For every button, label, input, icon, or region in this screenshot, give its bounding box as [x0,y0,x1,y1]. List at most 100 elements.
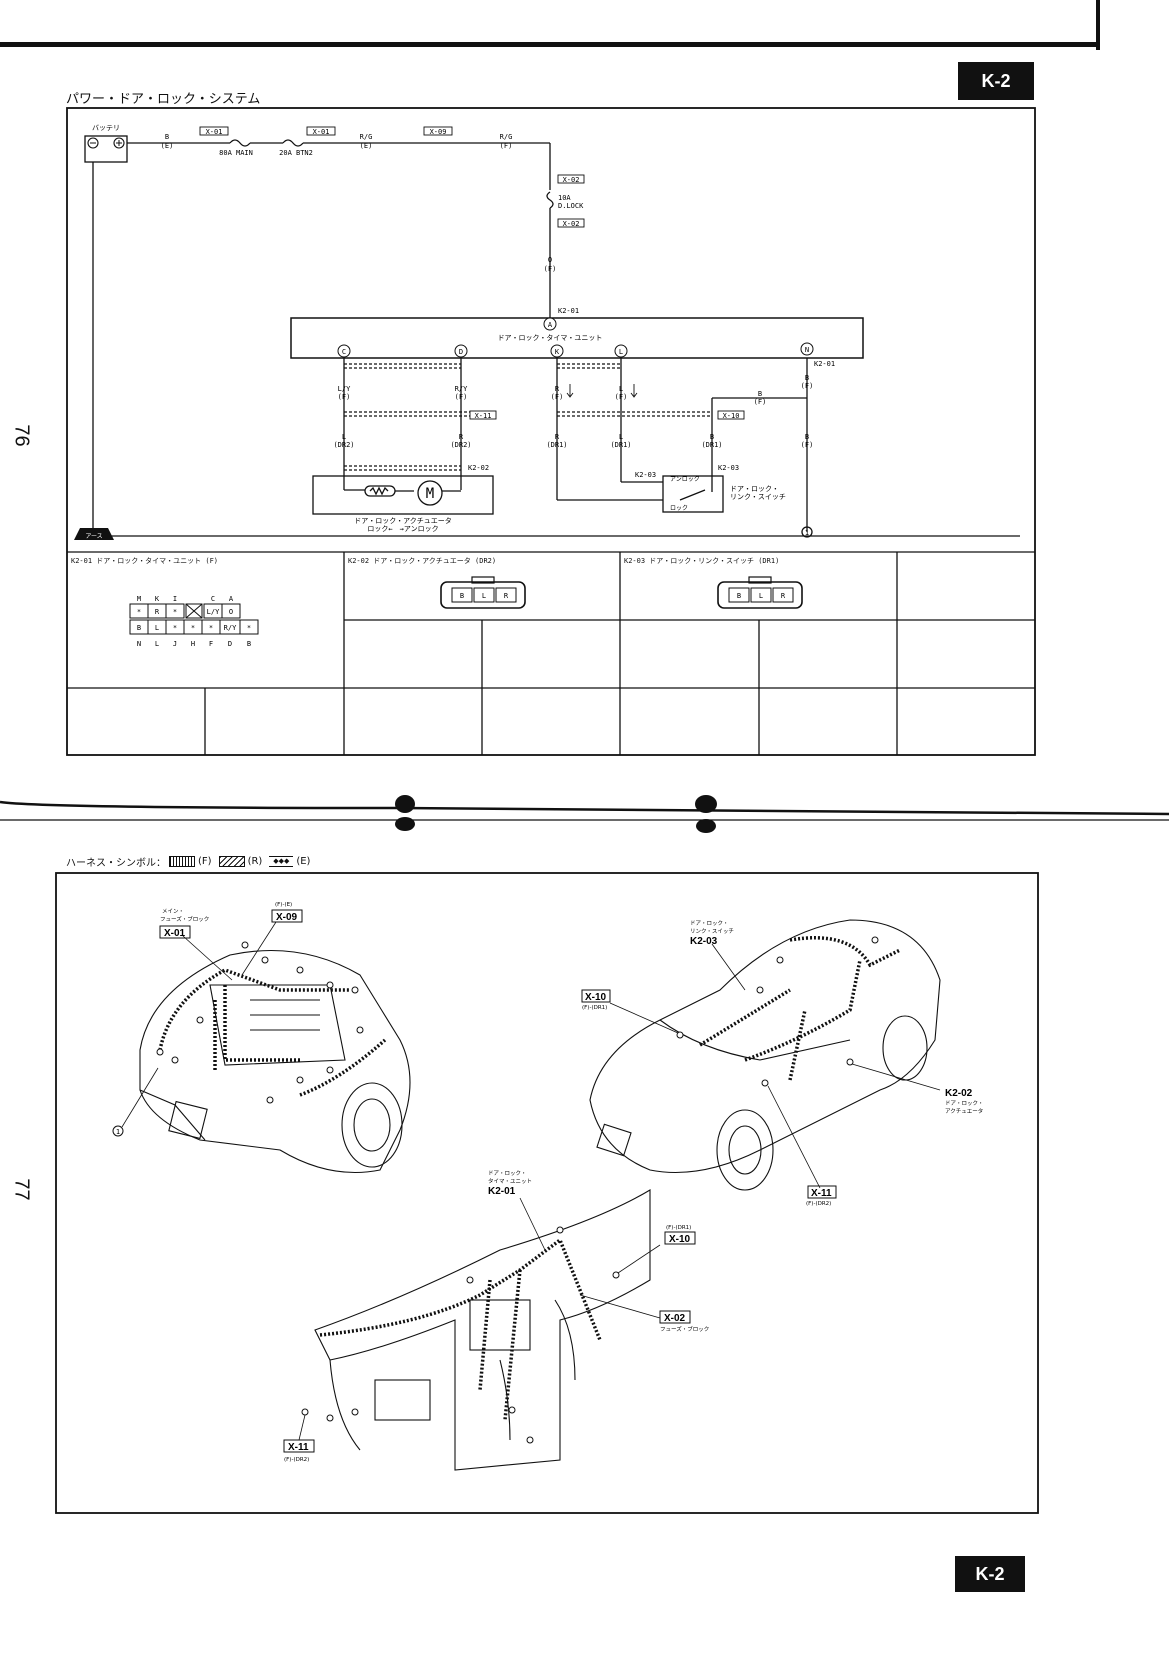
connector-k203-a: K2-03 [635,471,656,479]
wire-b-f-color: B [805,433,809,441]
wire-rg-f-harness: (F) [500,142,513,150]
wire-b-color: B [165,133,169,141]
connector-x10: X-10 [723,412,740,420]
k202-pin-l: L [482,592,486,600]
connector-x02-b: X-02 [563,220,580,228]
front-x01-tag: X-01 [164,928,186,939]
top-right-rule [1096,0,1100,50]
k201-top-c: C [211,595,215,603]
k203-connector-face: B L R [717,576,803,609]
harness-symbol-legend: ハーネス・シンボル： (F) (R) ◆◆◆ (E) [66,854,310,869]
wire-l-dr1-harness: (DR1) [610,441,631,449]
page-tag: K-2 [958,62,1034,100]
dash-x10-tag: X-10 [669,1234,691,1245]
wire-b-mid-color: B [758,390,762,398]
dash-x02-tag: X-02 [664,1313,686,1324]
dashboard-view [314,1189,651,1471]
dash-k201-tag: K2-01 [488,1186,516,1197]
pin-n: N [805,346,809,354]
rear-car-view [589,919,941,1191]
k203-header: K2-03 ドア・ロック・リンク・スイッチ (DR1) [624,557,780,565]
wire-o-harness: (F) [544,265,557,273]
rear-k203-tag: K2-03 [690,936,718,947]
k201-r1-c: L/Y [207,608,220,616]
wire-r-color: R [555,385,560,393]
dash-x11-tag: X-11 [288,1442,309,1453]
k201-bot-n: N [137,640,141,648]
switch-unlock-label: アンロック [670,476,700,483]
rear-actuator-label-1: ドア・ロック・ [945,1100,983,1107]
connector-k201-b: K2-01 [814,360,835,368]
wire-o-color: O [548,256,552,264]
wire-l-dr2-color: L [342,433,346,441]
k201-r2-n: B [137,624,141,632]
wire-rg-e-harness: (E) [360,142,373,150]
rear-harness [699,936,901,1081]
harness-r-swatch [218,856,245,867]
k203-pin-l: L [759,592,763,600]
k201-top-a: A [229,595,234,603]
connector-x11: X-11 [475,412,492,420]
rear-x10-tag: X-10 [585,992,607,1003]
rear-x11-sub: (F)-(DR2) [806,1201,831,1207]
switch-name-1: ドア・ロック・ [730,485,779,493]
k201-r1-m: * [137,608,141,616]
rear-x11-tag: X-11 [811,1188,832,1199]
dashboard-harness [319,1237,602,1421]
wire-l-dr1-color: L [619,433,623,441]
k201-top-k: K [155,595,160,603]
wire-ly-color: L/Y [338,385,351,393]
fuse-main-label: 80A MAIN [219,149,253,157]
dash-unit-label-2: タイマ・ユニット [488,1177,532,1185]
ground-label: アース [85,533,102,540]
pin-d: D [459,348,463,356]
k202-connector-face: B L R [440,576,526,609]
pin-k: K [555,348,560,356]
pin-l: L [619,348,623,356]
front-fuse-block-label-1: メイン・ [162,909,184,915]
harness-r-label: (R) [247,856,263,867]
wire-rg-f-color: R/G [500,133,513,141]
actuator-direction: ロック← →アンロック [367,525,438,533]
k201-bot-h: H [191,640,195,648]
wire-r-dr1-color: R [555,433,560,441]
page-fold-divider [0,795,1169,833]
wire-ly-harness: (F) [338,393,351,401]
harness-symbol-label: ハーネス・シンボル： [66,858,166,869]
k202-pin-b: B [460,592,464,600]
front-fe-label: (F)-(E) [275,902,292,908]
switch-name-2: リンク・スイッチ [730,493,786,501]
k201-r2-j: * [173,624,177,632]
wire-r-dr1-harness: (DR1) [546,441,567,449]
k201-r2-h: * [191,624,195,632]
ground-symbol [74,528,114,540]
wire-l-dr2-harness: (DR2) [333,441,354,449]
dash-x11-sub: (F)-(DR2) [284,1457,309,1463]
k201-r1-k: R [155,608,160,616]
harness-f-swatch [169,856,195,867]
wire-b-n-color: B [805,374,809,382]
rear-switch-label-2: リンク・スイッチ [690,928,734,935]
wire-r-dr2-color: R [459,433,464,441]
k201-top-m: M [137,595,141,603]
front-ground-1: 1 [116,1128,120,1136]
wire-b-dr1-harness: (DR1) [701,441,722,449]
wire-b-f-harness: (F) [801,441,814,449]
connector-x01-a: X-01 [206,128,223,136]
harness-location-drawings: メイン・ フューズ・ブロック X-01 (F)-(E) X-09 1 ドア・ロッ… [55,872,1039,1514]
connector-k201-a: K2-01 [558,307,579,315]
page-tag-bottom: K-2 [955,1556,1025,1592]
switch-lock-label: ロック [670,505,688,512]
k201-r2-d: R/Y [224,624,237,632]
k201-bot-d: D [228,640,232,648]
k201-r2-l: L [155,624,159,632]
k201-bot-j: J [173,640,177,648]
wire-l-harness: (F) [615,393,628,401]
connector-k203-b: K2-03 [718,464,739,472]
k202-header: K2-02 ドア・ロック・アクチュエータ (DR2) [348,557,497,565]
fuse-dlock-rating: 10A [558,194,571,202]
connector-x01-b: X-01 [313,128,330,136]
battery-label: バッテリ [92,124,120,132]
dash-x10-sub: (F)-(DR1) [666,1225,691,1231]
dash-fuse-block-label: フューズ・ブロック [660,1325,709,1333]
